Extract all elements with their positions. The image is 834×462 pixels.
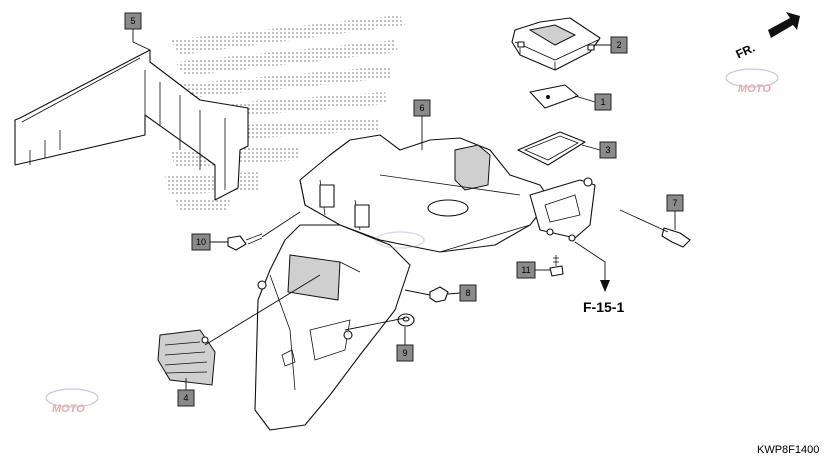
rear-inner-fender-part: [299, 134, 551, 253]
screw-11-part: [549, 255, 564, 277]
svg-text:8: 8: [465, 288, 470, 298]
callout-8[interactable]: 8: [459, 284, 477, 302]
reference-label: F-15-1: [583, 299, 624, 315]
watermark-logo-middle: [375, 231, 425, 249]
bolt-7-part: [619, 209, 691, 248]
reflector-part: [157, 329, 216, 386]
callout-6[interactable]: 6: [413, 99, 431, 117]
svg-text:3: 3: [605, 145, 610, 155]
reference-arrow: [574, 241, 610, 292]
svg-text:MOTO: MOTO: [52, 403, 85, 415]
svg-text:2: 2: [616, 40, 621, 50]
svg-text:4: 4: [183, 393, 188, 403]
grommet-9-part: [397, 313, 415, 327]
svg-text:10: 10: [196, 237, 206, 247]
cover-part: [511, 17, 601, 71]
leader-lines: [132, 28, 676, 390]
svg-text:MOTO: MOTO: [738, 83, 771, 95]
callout-1[interactable]: 1: [594, 93, 612, 111]
diagram-code: KWP8F1400: [757, 444, 819, 456]
rear-bracket-right: [529, 177, 596, 242]
callout-5[interactable]: 5: [124, 12, 142, 30]
rear-fender-part: [254, 224, 411, 431]
svg-text:6: 6: [419, 103, 424, 113]
svg-text:9: 9: [402, 348, 407, 358]
bolt-10-part: [227, 233, 263, 251]
callout-11[interactable]: 11: [516, 261, 536, 279]
callout-3[interactable]: 3: [599, 141, 617, 159]
direction-label: FR.: [734, 41, 757, 62]
watermark-logo-top: MOTO: [725, 68, 779, 95]
callout-9[interactable]: 9: [396, 344, 414, 362]
svg-text:1: 1: [600, 97, 605, 107]
callout-10[interactable]: 10: [191, 233, 211, 251]
callout-7[interactable]: 7: [666, 194, 684, 212]
pad-part: [529, 84, 579, 109]
gasket-part: [517, 131, 586, 166]
watermark-logo-bottom: MOTO: [45, 388, 99, 415]
direction-indicator: FR.: [734, 12, 800, 62]
callout-2[interactable]: 2: [610, 36, 628, 54]
nut-8-part: [429, 286, 449, 303]
svg-text:11: 11: [521, 265, 530, 275]
svg-text:7: 7: [672, 198, 677, 208]
svg-text:5: 5: [130, 16, 135, 26]
bracket-part: [14, 49, 249, 201]
callout-4[interactable]: 4: [177, 389, 195, 407]
